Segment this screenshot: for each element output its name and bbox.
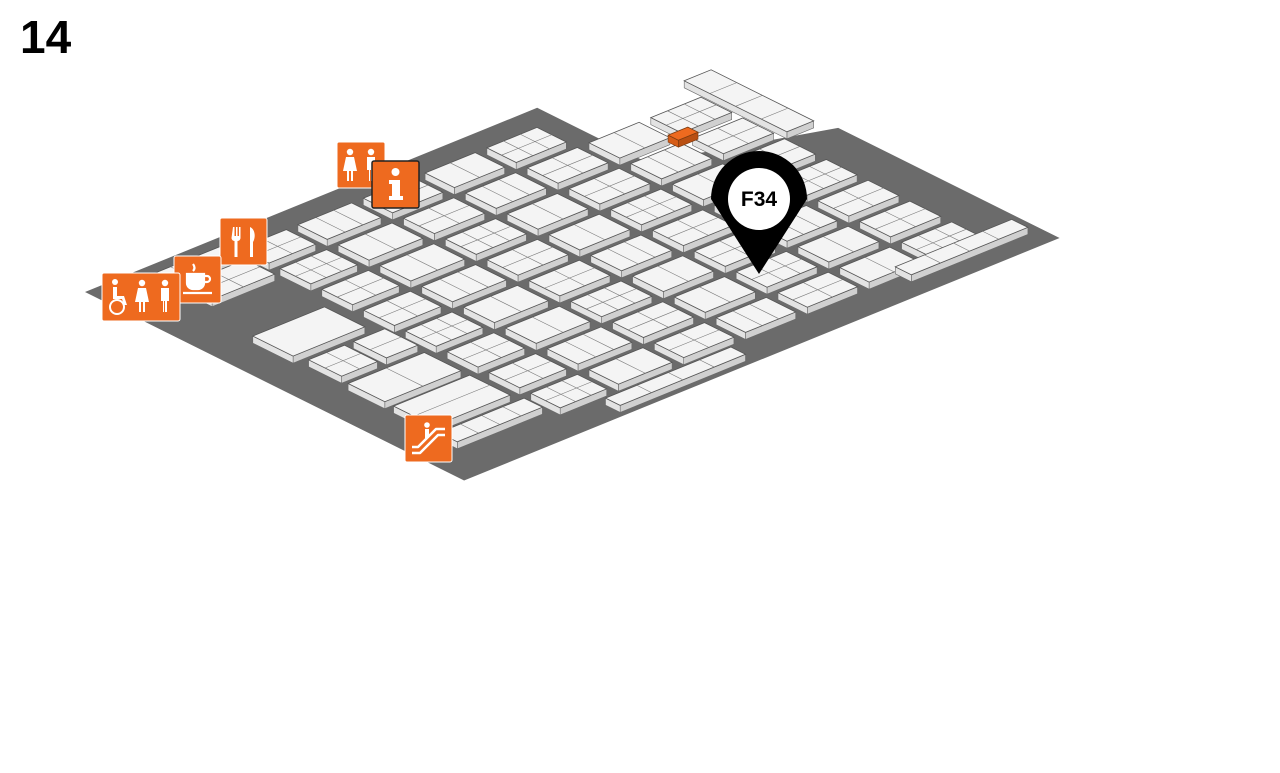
booth[interactable] <box>735 250 819 295</box>
booth[interactable] <box>631 255 715 300</box>
booth[interactable] <box>420 264 508 310</box>
booth[interactable] <box>858 200 942 245</box>
booth[interactable] <box>548 213 631 258</box>
escalator-icon[interactable] <box>404 414 453 463</box>
booth[interactable] <box>528 259 611 304</box>
booth[interactable] <box>588 347 674 392</box>
booth[interactable] <box>569 280 653 325</box>
booth[interactable] <box>588 121 671 166</box>
booth[interactable] <box>673 276 757 320</box>
booth[interactable] <box>488 353 568 396</box>
booth[interactable] <box>894 218 1029 283</box>
highlighted-booth[interactable] <box>667 126 699 148</box>
booth[interactable] <box>444 218 528 262</box>
booth[interactable] <box>691 117 775 162</box>
booth[interactable] <box>347 352 462 410</box>
booth[interactable] <box>307 344 379 384</box>
booth[interactable] <box>464 172 548 216</box>
booth[interactable] <box>462 284 550 331</box>
accessible-toilets-icon[interactable] <box>101 272 181 322</box>
booth[interactable] <box>609 188 693 233</box>
booth[interactable] <box>546 326 633 372</box>
booth[interactable] <box>817 179 900 224</box>
booth[interactable] <box>589 234 673 279</box>
booth[interactable] <box>526 147 610 191</box>
booth[interactable] <box>797 225 880 270</box>
booth[interactable] <box>777 271 859 315</box>
cafe-icon[interactable] <box>173 255 222 304</box>
booth[interactable] <box>604 346 747 413</box>
restaurant-icon[interactable] <box>219 217 268 266</box>
booth[interactable] <box>424 152 506 196</box>
booth[interactable] <box>611 301 695 345</box>
booth[interactable] <box>379 243 466 289</box>
booth[interactable] <box>715 296 797 340</box>
booth[interactable] <box>404 311 484 354</box>
info-icon[interactable] <box>371 160 420 209</box>
booth[interactable] <box>362 290 442 333</box>
booth[interactable] <box>251 306 366 364</box>
booth[interactable] <box>529 373 608 416</box>
booth[interactable] <box>568 167 651 212</box>
booth-f34 <box>667 126 699 141</box>
booth[interactable] <box>486 238 570 283</box>
booth[interactable] <box>653 322 735 366</box>
booth[interactable] <box>402 197 486 242</box>
booth[interactable] <box>446 332 526 375</box>
booth[interactable] <box>296 202 382 247</box>
booth[interactable] <box>683 69 815 140</box>
booth[interactable] <box>504 305 591 351</box>
booth[interactable] <box>320 269 401 313</box>
booth[interactable] <box>629 142 713 187</box>
booth[interactable] <box>352 328 419 366</box>
booth[interactable] <box>337 222 424 268</box>
booth[interactable] <box>506 193 590 237</box>
pin-label: F34 <box>741 188 778 211</box>
booth[interactable] <box>485 126 568 170</box>
location-pin[interactable]: F34 <box>711 151 807 274</box>
booth[interactable] <box>279 249 359 292</box>
hall-number: 14 <box>20 11 72 63</box>
